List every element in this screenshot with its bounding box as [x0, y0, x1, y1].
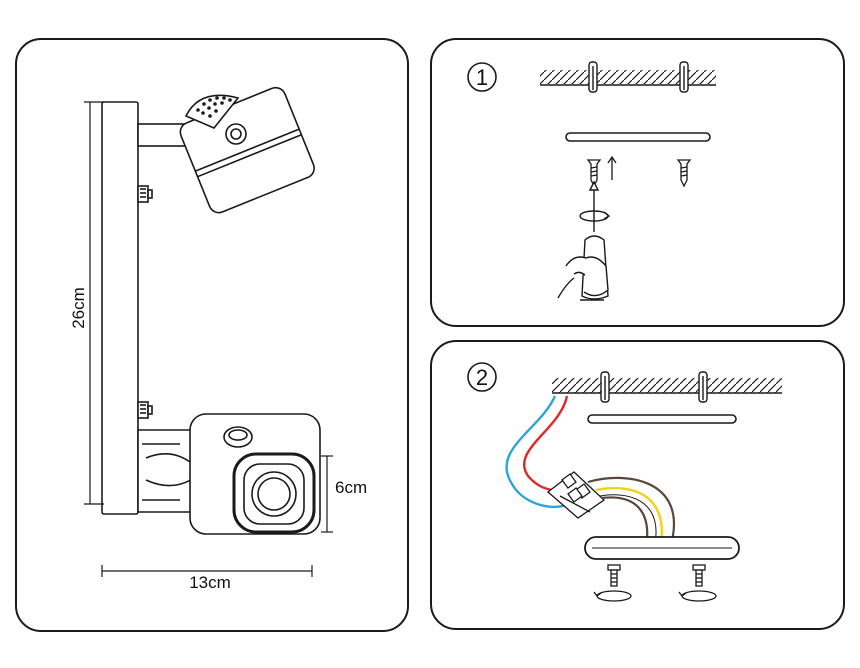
rotate-arrow-icon — [678, 590, 717, 602]
step-1-panel — [430, 38, 845, 327]
mounting-bar — [587, 414, 737, 424]
head-label: 6cm — [335, 478, 367, 497]
upper-lens — [184, 94, 240, 129]
fixing-screw-icon — [692, 564, 706, 587]
width-label: 13cm — [189, 573, 231, 592]
step-2-badge: 2 — [467, 362, 497, 392]
brown-wire — [587, 476, 676, 549]
yellow-wire — [595, 486, 663, 549]
wall-plug — [600, 371, 610, 403]
ceiling-hatch — [540, 70, 716, 86]
width-dimension — [101, 565, 313, 577]
screwdriver-hand-icon — [557, 180, 611, 301]
spotlight-drawing — [101, 86, 321, 535]
height-label: 26cm — [69, 287, 88, 329]
head-dimension — [321, 455, 333, 533]
svg-text:1: 1 — [476, 65, 488, 90]
svg-text:2: 2 — [476, 365, 488, 390]
mounting-bar — [565, 132, 711, 142]
step-1-badge: 1 — [467, 62, 497, 92]
ceiling-hatch — [552, 378, 782, 394]
mounting-screw — [137, 401, 153, 419]
mounting-screw — [137, 185, 153, 203]
screw-icon — [586, 159, 602, 188]
wall-plug — [698, 371, 708, 403]
rotate-arrow-icon — [593, 590, 632, 602]
blue-wire — [505, 395, 571, 508]
screw-icon — [676, 159, 692, 188]
base-plate — [101, 101, 139, 515]
wall-plug — [679, 61, 689, 93]
terminal-block — [546, 471, 606, 519]
wall-plug — [588, 61, 598, 93]
height-dimension — [84, 101, 104, 505]
arrow-up-icon — [607, 155, 617, 180]
fixing-screw-icon — [607, 564, 621, 587]
